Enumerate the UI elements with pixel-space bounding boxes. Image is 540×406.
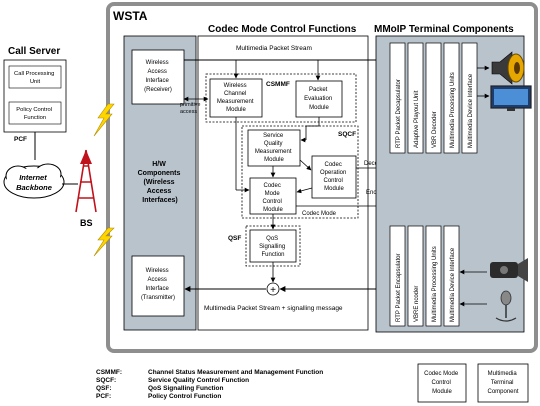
cmcm-box	[249, 177, 297, 215]
sqmm-to-cocm	[299, 159, 312, 171]
wai-transmitter-label: Wireless Access Interface (Transmitter)	[141, 268, 175, 301]
microphone-icon	[495, 290, 517, 322]
hw-label: H/W Components (Wireless Access Interfac…	[138, 161, 183, 204]
legend-abbr-1: SQCF:	[96, 377, 116, 384]
qosf-label: QoS Signalling Function	[259, 236, 287, 258]
mdi-upper: Multimedia Device Interface	[468, 73, 474, 148]
legend-desc-0: Channel Status Measurement and Managemen…	[148, 369, 323, 376]
stream-out-label: Multimedia Packet Stream + signalling me…	[204, 305, 343, 312]
camcorder-icon	[490, 258, 528, 282]
legend-codec-box	[417, 363, 467, 403]
pcf-box	[8, 101, 62, 125]
cmcm-label: Codec Mode Control Module	[262, 183, 283, 213]
stream-merge-plus	[266, 282, 280, 296]
rtp-encapsulator: RTP Packet Encapsulator	[396, 254, 402, 322]
cocm-box	[311, 155, 357, 199]
legend: CSMMF: Channel Status Measurement and Ma…	[96, 363, 529, 403]
codec-mode-label: Codec Mode	[302, 211, 337, 217]
cpu-box	[8, 65, 62, 89]
mdi-lower: Multimedia Device Interface	[450, 247, 456, 322]
sqmm-label: Service Quality Measurement Module	[255, 133, 293, 163]
wcmm-label: Wireless Channel Measurement Module	[217, 83, 255, 113]
plus-symbol: +	[270, 285, 276, 296]
wsta-title: WSTA	[113, 9, 148, 23]
mmoip-upper-group: RTP Packet Decapsulator Adaptive Playout…	[389, 42, 478, 154]
mmoip-header: MMoIP Terminal Components	[374, 24, 514, 35]
sqcf-group	[241, 125, 359, 219]
legend-desc-1: Service Quality Control Function	[148, 377, 249, 384]
qsf-label: QSF	[228, 235, 241, 242]
wcmm-box	[209, 78, 263, 118]
bs-label: BS	[80, 218, 93, 228]
call-server-title: Call Server	[8, 46, 60, 57]
sqcf-label: SQCF	[338, 131, 356, 138]
pcf-label: Policy Control Function	[16, 107, 53, 121]
legend-terminal-box	[477, 363, 529, 403]
adaptive-playout-unit: Adaptive Playout Unit	[414, 90, 420, 148]
legend-terminal-label: Multimedia Terminal Component	[487, 371, 518, 395]
cocm-to-cmcm	[296, 187, 313, 194]
legend-abbr-0: CSMMF:	[96, 369, 122, 376]
primitive-access-label: primitive access	[180, 102, 202, 115]
monitor-icon	[490, 85, 532, 111]
legend-abbr-2: QSF:	[96, 385, 112, 392]
stream-in-label: Multimedia Packet Stream	[236, 45, 312, 52]
cloud-icon	[3, 163, 65, 199]
pcf-tag: PCF	[14, 136, 27, 143]
mmoip-lower-group: RTP Packet Encapsulator VBRE ncoder Mult…	[389, 225, 460, 327]
legend-desc-2: QoS Signalling Function	[148, 385, 223, 392]
pem-box	[295, 80, 343, 118]
mpu-lower: Multimedia Processing Units	[432, 246, 438, 322]
vbr-encoder: VBRE ncoder	[414, 286, 420, 322]
qosf-box	[249, 229, 297, 263]
legend-codec-label: Codec Mode Control Module	[424, 371, 460, 395]
csmmf-label: CSMMF	[266, 81, 290, 88]
vbr-decoder: VBR Decoder	[432, 111, 438, 148]
backbone-label: Internet Backbone	[16, 173, 52, 192]
sqmm-box	[247, 129, 301, 167]
mpu-upper: Multimedia Processing Units	[450, 72, 456, 148]
antenna-tower-icon	[75, 149, 97, 213]
cpu-label: Call Processing Unit	[14, 71, 56, 85]
cocm-label: Codec Operation Control Module	[320, 162, 348, 192]
rtp-decapsulator: RTP Packet Decapsulator	[396, 79, 402, 148]
legend-abbr-3: PCF:	[96, 393, 111, 400]
wai-receiver-box	[131, 49, 185, 105]
lightning-icon-2	[93, 227, 115, 257]
legend-desc-3: Policy Control Function	[148, 393, 221, 400]
wai-receiver-label: Wireless Access Interface (Receiver)	[144, 60, 172, 93]
pem-label: Packet Evaluation Module	[304, 87, 334, 111]
wai-transmitter-box	[131, 255, 185, 317]
codec-header: Codec Mode Control Functions	[208, 24, 357, 35]
speaker-icon	[491, 51, 525, 85]
lightning-icon	[93, 103, 115, 137]
